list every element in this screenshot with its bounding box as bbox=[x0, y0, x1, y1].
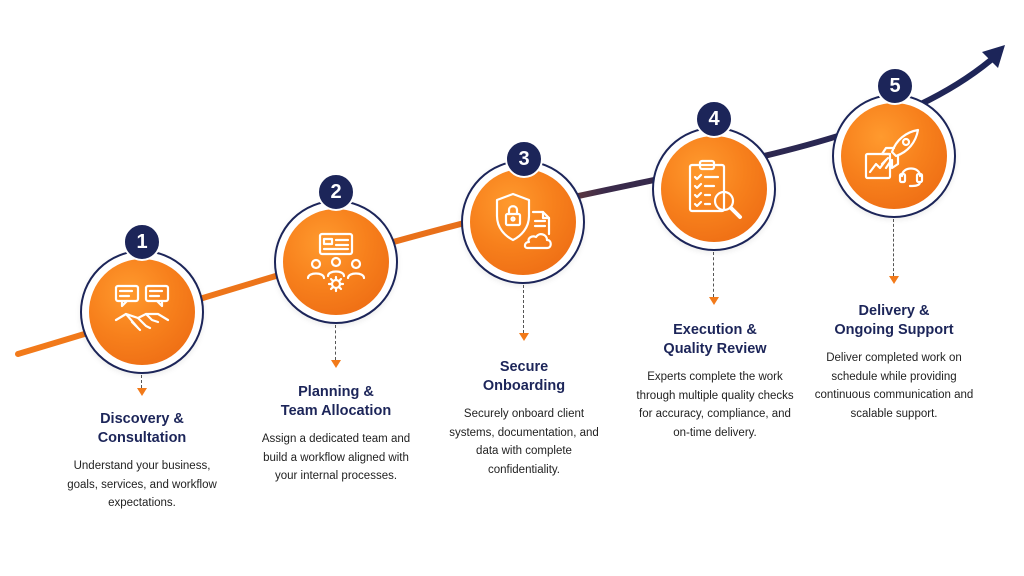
step-4-icon-disc bbox=[661, 136, 767, 242]
step-5-number-badge: 5 bbox=[876, 67, 914, 105]
step-1-connector bbox=[141, 375, 142, 388]
shield-lock-cloud-document-icon bbox=[495, 192, 552, 250]
step-5-connector bbox=[893, 219, 894, 276]
step-5-icon-ring bbox=[832, 94, 956, 218]
step-4-connector bbox=[713, 252, 714, 297]
step-4-description: Experts complete the work through multip… bbox=[636, 371, 794, 439]
step-1-arrow-tip bbox=[137, 388, 147, 396]
step-4-icon-ring bbox=[652, 127, 776, 251]
step-2-number-badge: 2 bbox=[317, 173, 355, 211]
checklist-magnifier-icon bbox=[688, 159, 742, 219]
step-1-title: Discovery & Consultation bbox=[97, 411, 187, 446]
step-5-description: Deliver completed work on schedule while… bbox=[814, 352, 974, 420]
step-1-description: Understand your business, goals, service… bbox=[67, 460, 217, 509]
step-3-description: Securely onboard client systems, documen… bbox=[449, 408, 599, 476]
step-5-arrow-tip bbox=[889, 276, 899, 284]
step-3-icon-disc bbox=[470, 169, 576, 275]
step-4-number-badge: 4 bbox=[695, 100, 733, 138]
step-3-icon-ring bbox=[461, 160, 585, 284]
step-3-arrow-tip bbox=[519, 333, 529, 341]
step-3-title: Secure Onboarding bbox=[482, 359, 566, 394]
chat-bubbles-handshake-icon bbox=[114, 284, 170, 332]
step-5-icon-disc bbox=[841, 103, 947, 209]
step-3-connector bbox=[523, 285, 524, 333]
step-5-title: Delivery & Ongoing Support bbox=[834, 303, 954, 338]
team-dashboard-gear-icon bbox=[306, 232, 366, 293]
step-3-number-badge: 3 bbox=[505, 140, 543, 178]
step-2-icon-ring bbox=[274, 200, 398, 324]
step-2-description: Assign a dedicated team and build a work… bbox=[261, 433, 411, 482]
step-1-icon-disc bbox=[89, 259, 195, 365]
step-2-connector bbox=[335, 325, 336, 360]
step-1-icon-ring bbox=[80, 250, 204, 374]
step-2-title: Planning & Team Allocation bbox=[280, 384, 392, 419]
step-2-icon-disc bbox=[283, 209, 389, 315]
step-4-arrow-tip bbox=[709, 297, 719, 305]
step-2-arrow-tip bbox=[331, 360, 341, 368]
step-1-number-badge: 1 bbox=[123, 223, 161, 261]
rocket-chart-headset-icon bbox=[864, 128, 924, 188]
step-4-title: Execution & Quality Review bbox=[663, 322, 767, 357]
curve-arrowhead bbox=[982, 45, 1005, 68]
